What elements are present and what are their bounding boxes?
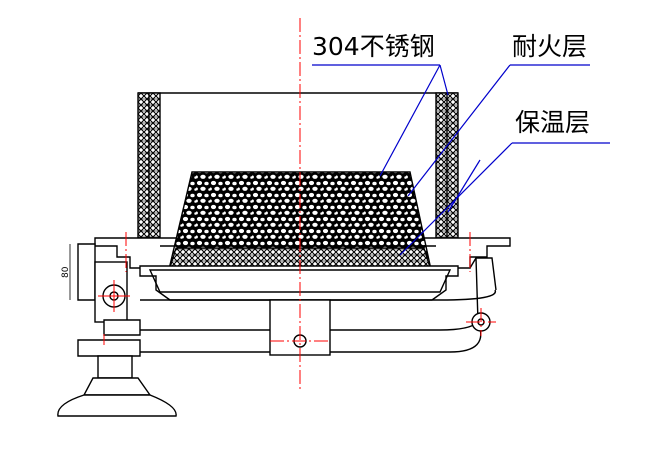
label-refractory-layer: 耐火层 (512, 32, 588, 61)
leader-lines (312, 64, 610, 256)
label-304-stainless: 304不锈钢 (312, 32, 435, 61)
dimension-label-80: 80 (61, 266, 71, 278)
handle-column (57, 339, 177, 417)
left-bracket (77, 243, 141, 336)
label-insulation-layer: 保温层 (515, 108, 591, 137)
centerlines (98, 18, 496, 392)
bottom-tray (139, 265, 459, 301)
